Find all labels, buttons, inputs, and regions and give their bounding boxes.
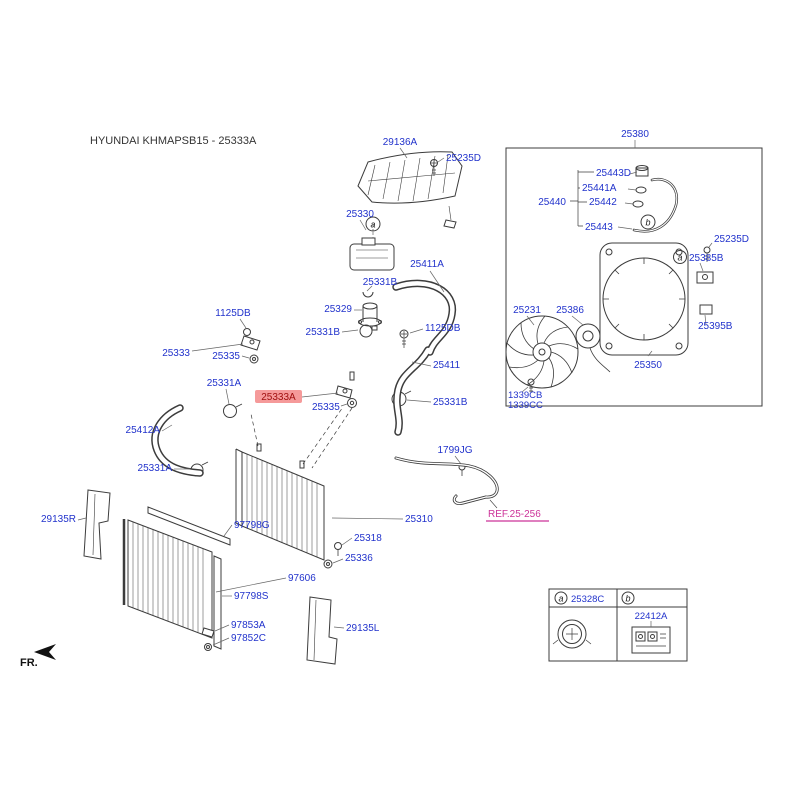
part-labels: 29136A 25235D 25330 25331B 25411A 25329 … — [41, 129, 749, 644]
part-label-bolt-b[interactable]: 1339CC — [508, 400, 543, 411]
part-label-grommet[interactable]: 25336 — [345, 553, 373, 564]
part-label-clamp-upper[interactable]: 25331A — [207, 378, 242, 389]
part-label-insulator-lower[interactable]: 25335 — [312, 402, 340, 413]
part-label-hose-clamp-right[interactable]: 25331B — [433, 397, 468, 408]
part-label-reservoir-hose[interactable]: 25443 — [585, 222, 613, 233]
part-label-condenser-bracket[interactable]: 97853A — [231, 620, 266, 631]
part-label-condenser-nut[interactable]: 97852C — [231, 633, 266, 644]
part-label-reservoir-ring-a[interactable]: 25441A — [582, 183, 617, 194]
seal-strip-side-drawing — [213, 555, 222, 650]
part-label-condenser[interactable]: 97606 — [288, 573, 316, 584]
seal-strip-top-drawing — [147, 506, 231, 546]
air-guard-drawing — [357, 151, 463, 229]
air-seal-left-drawing — [83, 489, 111, 560]
ref-label[interactable]: REF.25-256 — [488, 509, 541, 520]
hoses — [151, 177, 679, 505]
part-label-reservoir-ring-b[interactable]: 25442 — [589, 197, 617, 208]
part-label-air-seal-right[interactable]: 29135L — [346, 623, 380, 634]
part-label-bracket-bolt[interactable]: 1125DB — [215, 308, 251, 319]
part-label-filler-clamp[interactable]: 25331B — [306, 327, 341, 338]
part-label-fan-blade[interactable]: 25231 — [513, 305, 541, 316]
insulator-upper-drawing — [249, 354, 259, 364]
condenser-drawing — [122, 519, 213, 639]
part-label-bolt-a[interactable]: 1339CB — [508, 390, 542, 401]
part-label-oil-cooler-hose[interactable]: 1799JG — [437, 445, 472, 456]
callout-b-fanbox: b — [645, 218, 650, 228]
callout-a-reservoir: a — [370, 220, 375, 230]
ref-leader — [489, 499, 498, 509]
part-label-bracket-highlight[interactable]: 25333A — [261, 392, 296, 403]
clamp-icon-filler — [359, 324, 378, 338]
drain-plug-icon — [334, 542, 342, 556]
part-label-radiator[interactable]: 25310 — [405, 514, 433, 525]
part-label-fan-shroud[interactable]: 25350 — [634, 360, 662, 371]
dashed-guides — [250, 406, 353, 469]
part-label-fan-motor[interactable]: 25386 — [556, 305, 584, 316]
part-label-seal-strip-top[interactable]: 97798G — [234, 520, 270, 531]
radiator-drawing — [235, 443, 325, 561]
part-label-seal-strip-side[interactable]: 97798S — [234, 591, 269, 602]
part-label-air-guard[interactable]: 29136A — [383, 137, 418, 148]
screw-icon — [430, 159, 438, 176]
part-label-legend-a[interactable]: 25328C — [571, 594, 604, 605]
part-label-air-guard-screw[interactable]: 25235D — [446, 153, 481, 164]
part-label-insulator-upper[interactable]: 25335 — [212, 351, 240, 362]
part-label-bracket-upper[interactable]: 25333 — [162, 348, 190, 359]
diagram-linework — [34, 147, 763, 665]
fr-label: FR. — [20, 657, 38, 669]
part-label-fan-assembly[interactable]: 25380 — [621, 129, 649, 140]
part-label-motor-bracket[interactable]: 25385B — [689, 253, 724, 264]
fr-arrow-icon — [34, 644, 56, 660]
clamp-upper-drawing — [223, 403, 243, 418]
condenser-bracket-icon — [201, 627, 215, 638]
part-label-reservoir-sub[interactable]: 25440 — [538, 197, 566, 208]
legend-box — [548, 588, 688, 662]
bolt-icon-filler — [399, 329, 409, 348]
part-label-hose-radiator-upper[interactable]: 25411 — [433, 360, 461, 371]
part-label-reservoir-clip[interactable]: 25331B — [363, 277, 398, 288]
insulator-lower-drawing — [347, 398, 357, 408]
part-label-hose-upper[interactable]: 25411A — [410, 259, 444, 270]
callout-a-motor-bracket: a — [677, 253, 682, 263]
part-label-reservoir-cap-sub[interactable]: 25443D — [596, 168, 631, 179]
part-label-reservoir[interactable]: 25330 — [346, 209, 374, 220]
bracket-upper-drawing — [240, 335, 261, 351]
filler-neck-drawing — [358, 302, 382, 327]
bracket-highlight-drawing — [335, 371, 355, 399]
callout-b-legend: b — [625, 594, 630, 604]
reservoir-drawing — [349, 224, 395, 298]
callout-letters: a b a a b — [370, 218, 682, 604]
callout-circles — [365, 214, 687, 605]
callout-a-legend: a — [558, 594, 563, 604]
ref-link[interactable]: REF.25-256 — [486, 509, 549, 522]
air-seal-right-drawing — [306, 596, 338, 665]
highlight-box[interactable] — [255, 390, 302, 403]
highlighted-part[interactable]: 25333A — [255, 390, 302, 403]
part-label-filler-bolt[interactable]: 1125DB — [425, 323, 461, 334]
part-label-legend-b[interactable]: 22412A — [635, 611, 668, 622]
part-label-clamp-lower[interactable]: 25331A — [138, 463, 173, 474]
grommet-icon — [323, 559, 333, 569]
fan-assembly-box — [505, 147, 763, 407]
page-title: HYUNDAI KHMAPSB15 - 25333A — [90, 135, 257, 147]
condenser-nut-icon — [204, 643, 212, 651]
part-label-hose-radiator-lower[interactable]: 25412A — [126, 425, 161, 436]
part-label-fan-screw[interactable]: 25235D — [714, 234, 749, 245]
part-label-air-seal-left[interactable]: 29135R — [41, 514, 76, 525]
part-label-drain-plug[interactable]: 25318 — [354, 533, 382, 544]
leader-lines — [77, 140, 713, 646]
part-label-resistor[interactable]: 25395B — [698, 321, 733, 332]
part-label-filler-neck[interactable]: 25329 — [324, 304, 352, 315]
